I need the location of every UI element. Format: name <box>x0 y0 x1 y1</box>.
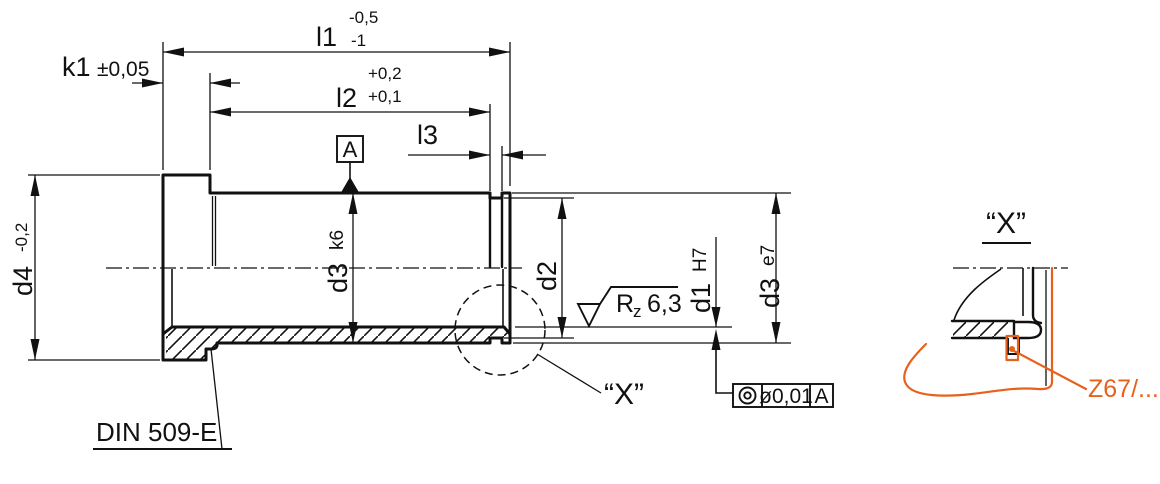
arrowhead <box>469 107 490 117</box>
dim-d3-end: d3 e7 <box>512 192 791 344</box>
dim-l2-label: l2 <box>336 83 357 113</box>
fcf-tolerance: ø0,01 <box>759 385 813 408</box>
roughness-value: 6,3 <box>647 290 682 318</box>
arrowhead <box>469 150 490 160</box>
dim-d4-tol: -0,2 <box>12 223 31 252</box>
fcf-leader <box>715 350 733 394</box>
arrowhead <box>163 47 184 57</box>
dim-d3-body-fit: k6 <box>327 230 348 250</box>
dim-d4: d4 -0,2 <box>8 174 160 361</box>
dim-l3-label: l3 <box>417 120 438 150</box>
undercut-leader <box>210 348 223 450</box>
dim-k1-tol: ±0,05 <box>97 58 149 81</box>
arrowhead <box>489 47 510 57</box>
arrowhead <box>210 78 231 88</box>
undercut-note: DIN 509-E <box>93 348 232 450</box>
dim-l2-tol-lower: +0,1 <box>368 87 402 106</box>
main-view <box>106 173 522 362</box>
detail-circle <box>454 284 546 376</box>
section-hatch <box>166 328 509 359</box>
datum-triangle-icon <box>341 177 359 193</box>
dim-d3-body-label: d3 <box>323 263 353 293</box>
zone-leader <box>1012 349 1088 391</box>
surface-finish: R z 6,3 <box>576 286 682 329</box>
zone-box <box>1005 334 1020 362</box>
dim-d1-label: d1 <box>686 283 716 313</box>
zone-boundary <box>903 266 1054 397</box>
dim-d4-label: d4 <box>8 266 38 296</box>
roughness-icon <box>576 286 678 329</box>
undercut-label: DIN 509-E <box>96 417 217 447</box>
detail-callout-label: “X” <box>604 378 644 411</box>
detail-view-x: “X” Z67/... <box>903 207 1159 403</box>
arrowhead <box>771 193 781 214</box>
fcf-box <box>732 383 834 408</box>
dim-k1-label: k1 <box>62 52 91 82</box>
roughness-subscript: z <box>633 302 642 321</box>
dim-l1: l1 -0,5 -1 <box>162 8 511 186</box>
dim-l2-tol-upper: +0,2 <box>368 64 402 83</box>
dim-l1-label: l1 <box>316 22 337 52</box>
dim-l1-tol-upper: -0,5 <box>349 8 378 27</box>
roughness-prefix: R <box>616 290 634 318</box>
dim-d2: d2 <box>504 197 574 339</box>
fcf-datum-ref: A <box>814 385 828 408</box>
arrowhead <box>30 175 40 196</box>
bore-line <box>161 325 512 336</box>
concentricity-icon <box>738 386 757 405</box>
dim-d3-body: d3 k6 <box>323 193 358 343</box>
arrowhead <box>711 329 721 350</box>
detail-callout: “X” <box>454 284 644 411</box>
dim-d3-end-fit: e7 <box>758 245 779 266</box>
datum-a: A <box>336 135 364 193</box>
detail-title: “X” <box>986 207 1026 240</box>
arrowhead <box>142 78 163 88</box>
dim-d1: d1 H7 <box>515 237 732 328</box>
arrowhead <box>30 339 40 360</box>
dim-k1: k1 ±0,05 <box>62 52 240 170</box>
datum-label: A <box>343 137 358 162</box>
arrowhead <box>557 198 567 219</box>
dim-l1-tol-lower: -1 <box>351 31 366 50</box>
dim-d2-label: d2 <box>532 261 562 291</box>
feature-control-frame: ø0,01 A <box>711 329 834 408</box>
arrowhead <box>502 150 523 160</box>
dim-d3-end-label: d3 <box>755 278 785 308</box>
arrowhead <box>771 322 781 343</box>
detail-leader <box>536 353 602 394</box>
zone-label: Z67/... <box>1088 375 1159 403</box>
break-contour <box>953 268 1002 321</box>
arrowhead <box>348 322 358 343</box>
detail-hatch <box>953 322 1013 337</box>
dim-d1-fit: H7 <box>690 248 711 272</box>
arrowhead <box>711 307 721 327</box>
arrowhead <box>348 193 358 214</box>
dim-l2: l2 +0,2 +0,1 <box>210 64 490 117</box>
land-section <box>1012 320 1043 340</box>
arrowhead <box>210 107 231 117</box>
dim-l3: l3 <box>408 104 546 191</box>
